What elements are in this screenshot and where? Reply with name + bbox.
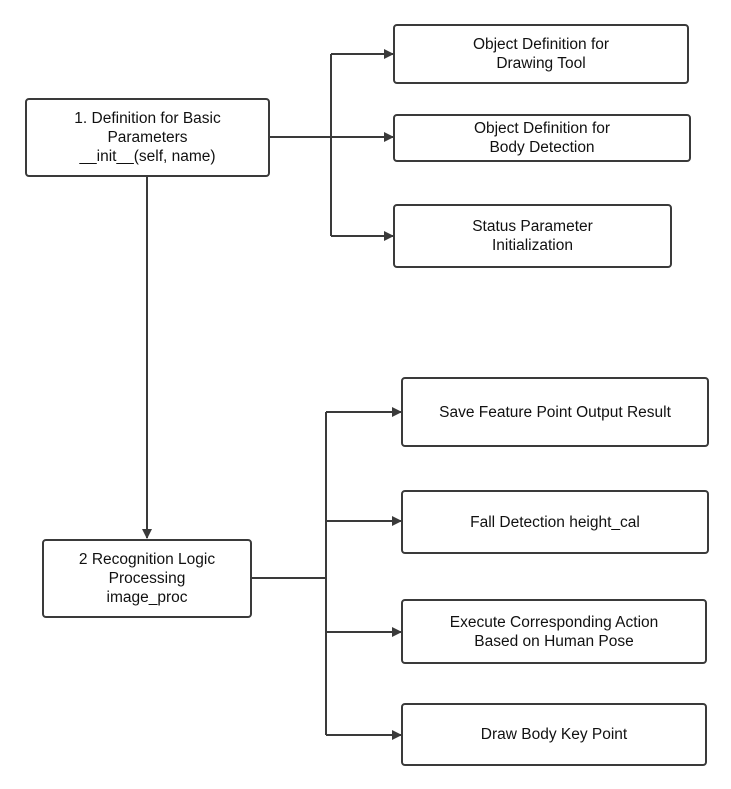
node-status-init: Status Parameter Initialization <box>393 204 672 268</box>
node-line: Body Detection <box>489 139 595 156</box>
node-line: Status Parameter <box>472 218 593 235</box>
node-line: Drawing Tool <box>496 55 586 72</box>
node-line: Object Definition for <box>472 36 610 53</box>
node-drawing-tool: Object Definition for Drawing Tool <box>393 24 689 84</box>
node-line: Initialization <box>492 237 573 254</box>
node-recognition-logic: 2 Recognition Logic Processing image_pro… <box>42 539 252 618</box>
node-draw-keypoint: Draw Body Key Point <box>401 703 707 766</box>
node-execute-action: Execute Corresponding Action Based on Hu… <box>401 599 707 664</box>
node-line: Draw Body Key Point <box>480 726 628 743</box>
node-line: Object Definition for <box>473 120 611 137</box>
node-line: 2 Recognition Logic <box>78 551 216 568</box>
node-line: 1. Definition for Basic <box>74 110 221 127</box>
node-line: Save Feature Point Output Result <box>439 403 671 421</box>
node-line: __init__(self, name) <box>79 148 216 165</box>
node-fall-detection: Fall Detection height_cal <box>401 490 709 554</box>
node-line: Based on Human Pose <box>474 632 634 650</box>
node-body-detection: Object Definition for Body Detection <box>393 114 691 162</box>
node-save-feature: Save Feature Point Output Result <box>401 377 709 447</box>
node-line: Processing <box>108 570 186 587</box>
node-line: Fall Detection height_cal <box>470 513 640 531</box>
node-line: Execute Corresponding Action <box>449 613 659 631</box>
node-basic-parameters: 1. Definition for Basic Parameters __ini… <box>25 98 270 177</box>
node-line: Parameters <box>107 129 188 146</box>
node-line: image_proc <box>106 589 188 606</box>
